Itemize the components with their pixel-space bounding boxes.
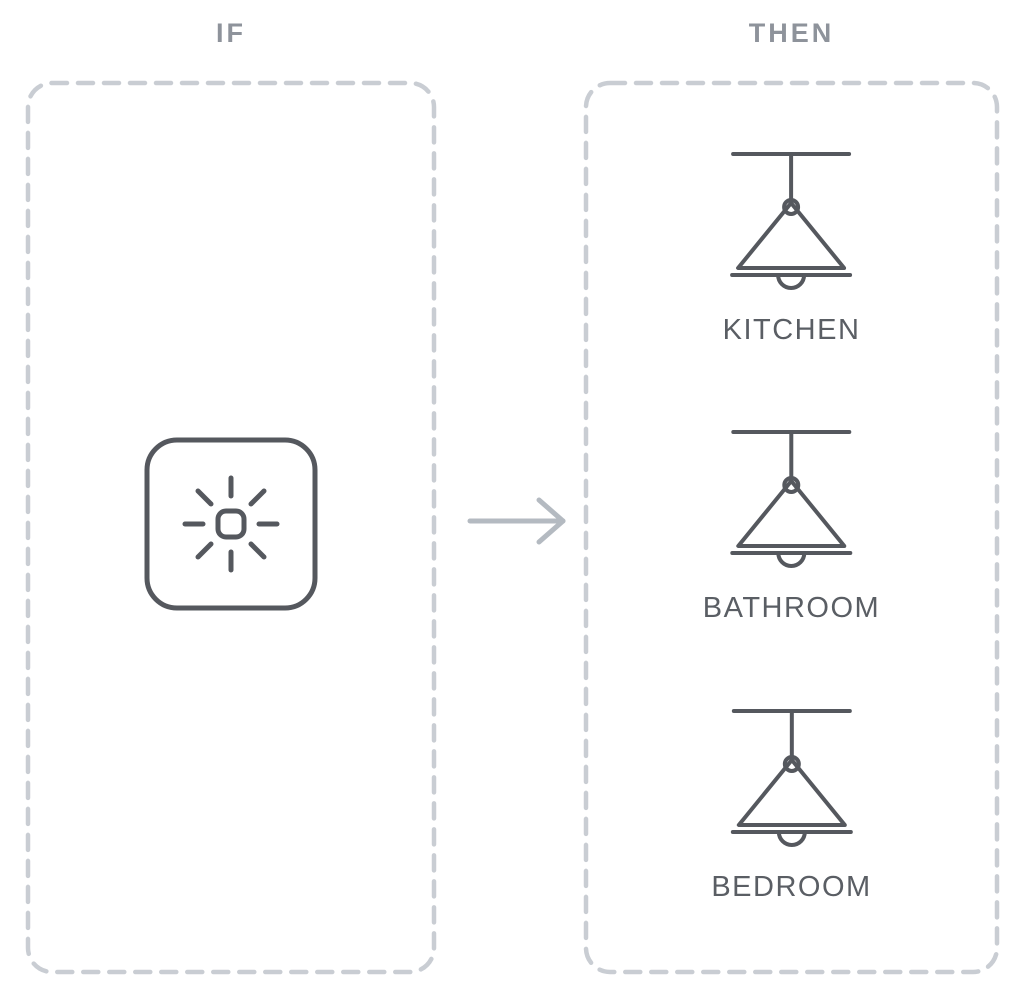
lamp-kitchen: KITCHEN xyxy=(723,146,861,347)
lamp-label: BATHROOM xyxy=(702,592,881,624)
lamp-bathroom: BATHROOM xyxy=(703,424,880,625)
arrow-right-icon xyxy=(467,497,566,545)
if-panel-dashed-border xyxy=(25,80,437,975)
lamp-label: KITCHEN xyxy=(722,314,861,346)
lamp-label: BEDROOM xyxy=(711,871,872,903)
trigger-icon-wrap xyxy=(141,434,321,614)
then-panel: KITCHEN BATHROOM xyxy=(583,80,1000,975)
blinking-button-icon xyxy=(144,437,318,611)
pendant-lamp-icon xyxy=(730,430,853,568)
lamp-bedroom: BEDROOM xyxy=(711,703,871,904)
pendant-lamp-icon xyxy=(730,709,853,847)
then-panel-dashed-border xyxy=(583,80,1000,975)
then-panel-title: THEN xyxy=(748,18,835,48)
if-panel-title: IF xyxy=(216,18,246,48)
if-panel xyxy=(25,80,437,975)
pendant-lamp-icon xyxy=(730,152,853,290)
connector-wrap xyxy=(466,493,574,549)
